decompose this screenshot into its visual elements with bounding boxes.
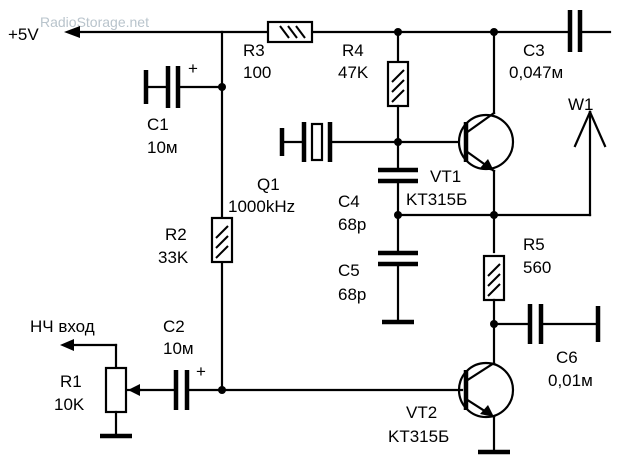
transistor-vt1 (457, 30, 515, 173)
r3-value: 100 (243, 63, 271, 82)
supply-rail (64, 26, 570, 38)
capacitor-c5 (378, 250, 418, 325)
c2-ref: C2 (163, 317, 185, 336)
capacitor-c2 (138, 370, 224, 410)
capacitor-c6 (492, 304, 601, 344)
c1-ref: C1 (147, 115, 169, 134)
junction-vt1-collector (490, 28, 498, 36)
w1-ref: W1 (568, 95, 594, 114)
r1-ref: R1 (60, 372, 82, 391)
c1-polarity: + (188, 59, 198, 78)
r5-value: 560 (523, 258, 551, 277)
q1-ref: Q1 (257, 175, 280, 194)
q1-value: 1000kHz (228, 197, 295, 216)
r4-ref: R4 (342, 41, 364, 60)
vt2-value: KT315Б (388, 427, 449, 446)
resistor-r4 (386, 60, 410, 108)
vt2-ref: VT2 (406, 403, 437, 422)
input-label: НЧ вход (30, 317, 95, 336)
vt1-value: KT315Б (406, 190, 467, 209)
c2-polarity: + (196, 362, 206, 381)
resistor-r3 (266, 20, 314, 44)
c2-value: 10м (163, 339, 194, 358)
r3-ref: R3 (243, 41, 265, 60)
r2-value: 33K (158, 248, 189, 267)
capacitor-c1 (143, 66, 224, 108)
resistor-r5 (482, 254, 506, 302)
c5-ref: C5 (338, 261, 360, 280)
c4-ref: C4 (338, 192, 360, 211)
c4-value: 68p (338, 215, 366, 234)
c6-value: 0,01м (548, 371, 593, 390)
crystal-q1 (279, 122, 400, 162)
r4-value: 47K (338, 63, 369, 82)
antenna-w1 (573, 110, 607, 148)
r1-value: 10K (54, 395, 85, 414)
c3-value: 0,047м (509, 63, 563, 82)
c5-value: 68p (338, 285, 366, 304)
r5-ref: R5 (523, 235, 545, 254)
junction-r4-top (394, 28, 402, 36)
transistor-vt2 (457, 361, 515, 455)
c6-ref: C6 (556, 348, 578, 367)
resistor-r2 (210, 216, 234, 264)
supply-label: +5V (8, 25, 39, 44)
c3-ref: C3 (523, 41, 545, 60)
potentiometer-r1 (60, 339, 142, 439)
r2-ref: R2 (165, 225, 187, 244)
watermark: RadioStorage.net (40, 14, 149, 30)
capacitor-c3 (567, 10, 612, 52)
vt1-ref: VT1 (430, 167, 461, 186)
c1-value: 10м (147, 138, 178, 157)
